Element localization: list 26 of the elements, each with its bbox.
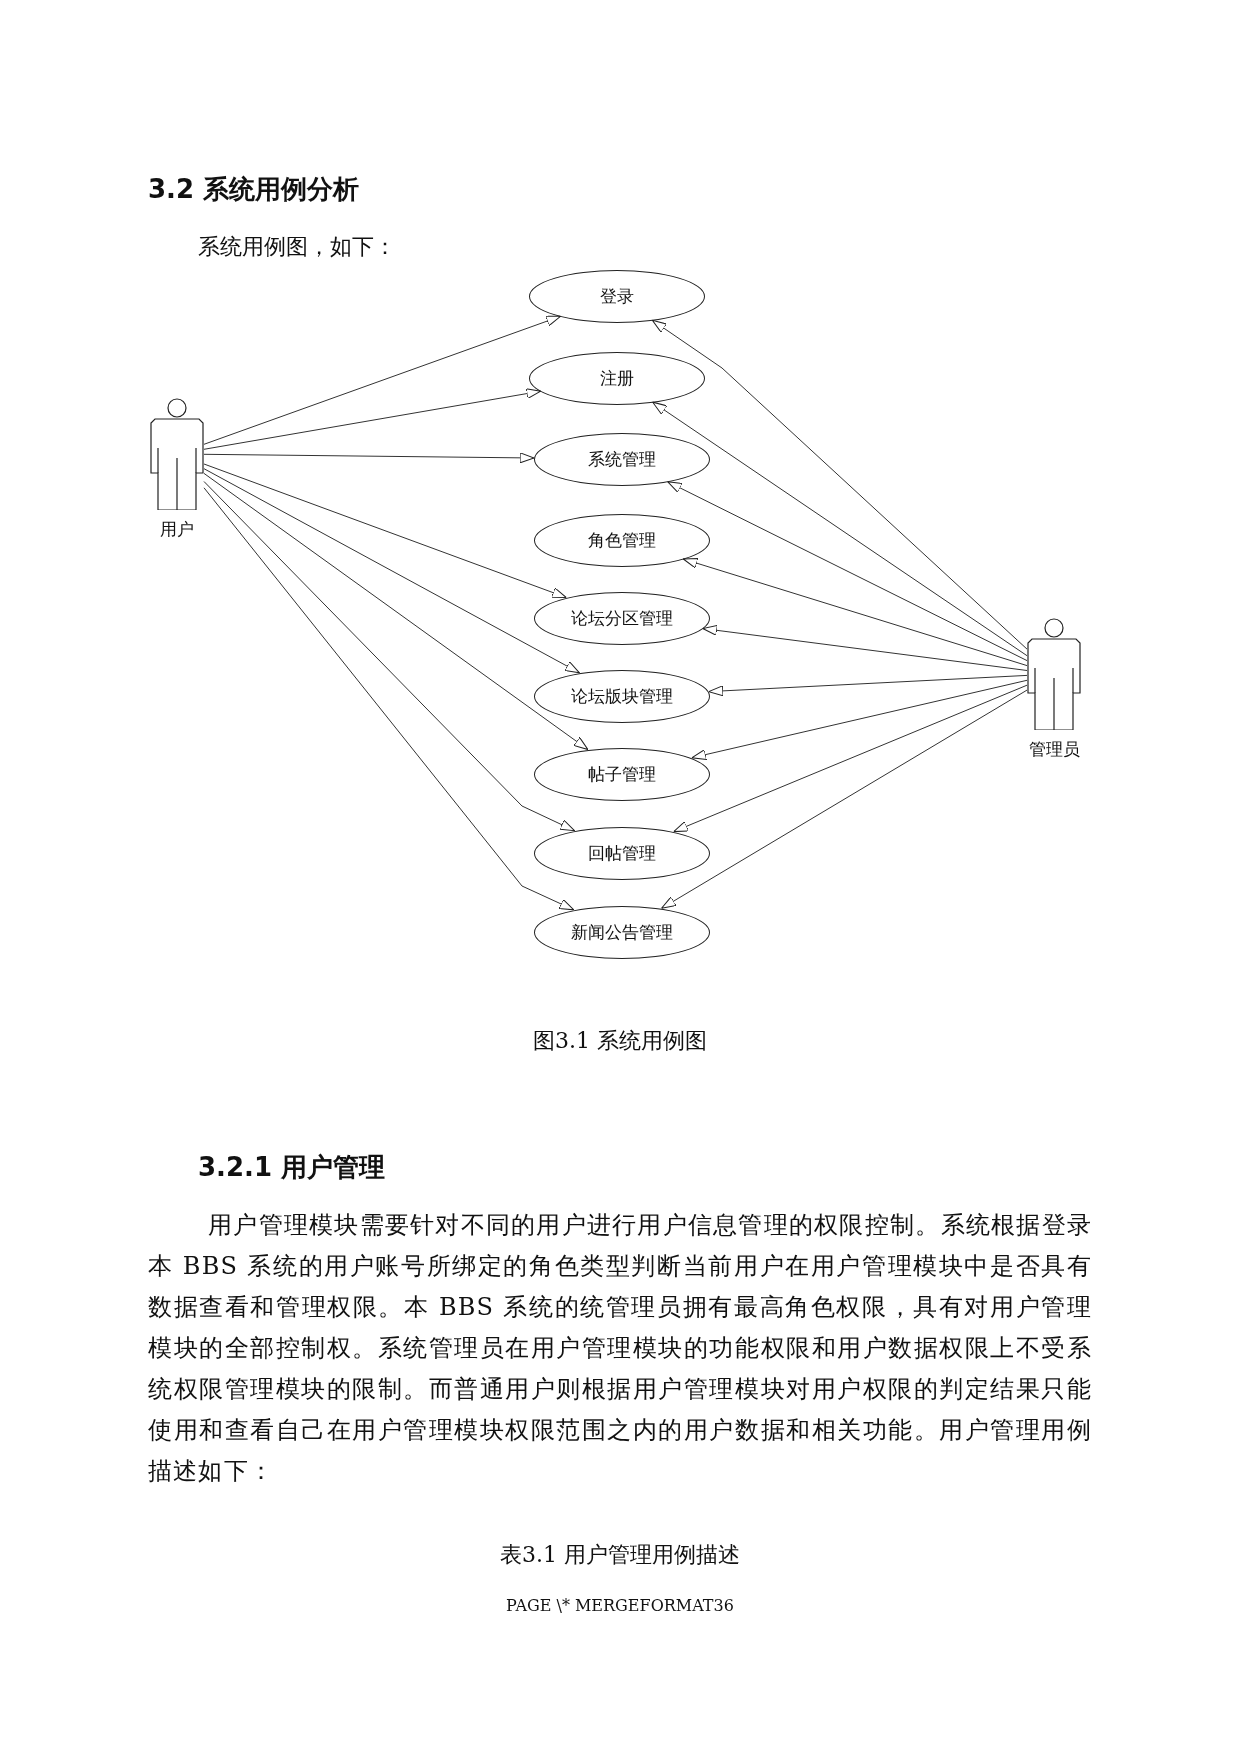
arrow — [708, 674, 1028, 697]
arrow — [203, 452, 535, 464]
arrow — [203, 315, 561, 445]
arrow — [702, 624, 1028, 671]
arrow — [667, 481, 1028, 662]
section-heading: 3.2 系统用例分析 — [148, 173, 360, 206]
body-paragraph: 用户管理模块需要针对不同的用户进行用户信息管理的权限控制。系统根据登录本 BBS 系统的用户账号所绑定的角色类型判断当前用户在用户管理模块中是否具有数据查看和管理权限。本 BBS 系统的统管理员拥有最高角色权限，具有对用户管理模块的全部控制权。系统管理员在用户管理模块的功能权限和用户数据权限上不受系统权限管理模块的限制。而普通用户则根据用户管理模块对用户权限的判定结果只能使用和查看自己在用户管理模块权限范围之内的用户数据和相关功能。用户管理用例描述如下： — [148, 1210, 1092, 1487]
arrow — [203, 468, 580, 674]
arrow — [691, 679, 1028, 760]
arrow — [203, 487, 575, 911]
arrow — [652, 401, 1028, 657]
table-caption: 表3.1 用户管理用例描述 — [499, 1541, 741, 1569]
arrow — [651, 319, 1028, 650]
arrow — [203, 472, 589, 751]
arrow — [673, 684, 1028, 833]
subsection-heading: 3.2.1 用户管理 — [198, 1151, 386, 1184]
arrow — [203, 481, 575, 832]
arrow — [682, 557, 1028, 667]
arrow — [661, 689, 1028, 909]
actor-label: 管理员 — [1028, 738, 1080, 761]
figure-caption: 图3.1 系统用例图 — [532, 1027, 708, 1055]
intro-text: 系统用例图，如下： — [198, 233, 396, 261]
actor-label: 用户 — [160, 518, 194, 541]
arrow — [203, 463, 567, 598]
page-field-code: PAGE \* MERGEFORMAT36 — [505, 1596, 735, 1615]
arrow — [203, 388, 542, 450]
